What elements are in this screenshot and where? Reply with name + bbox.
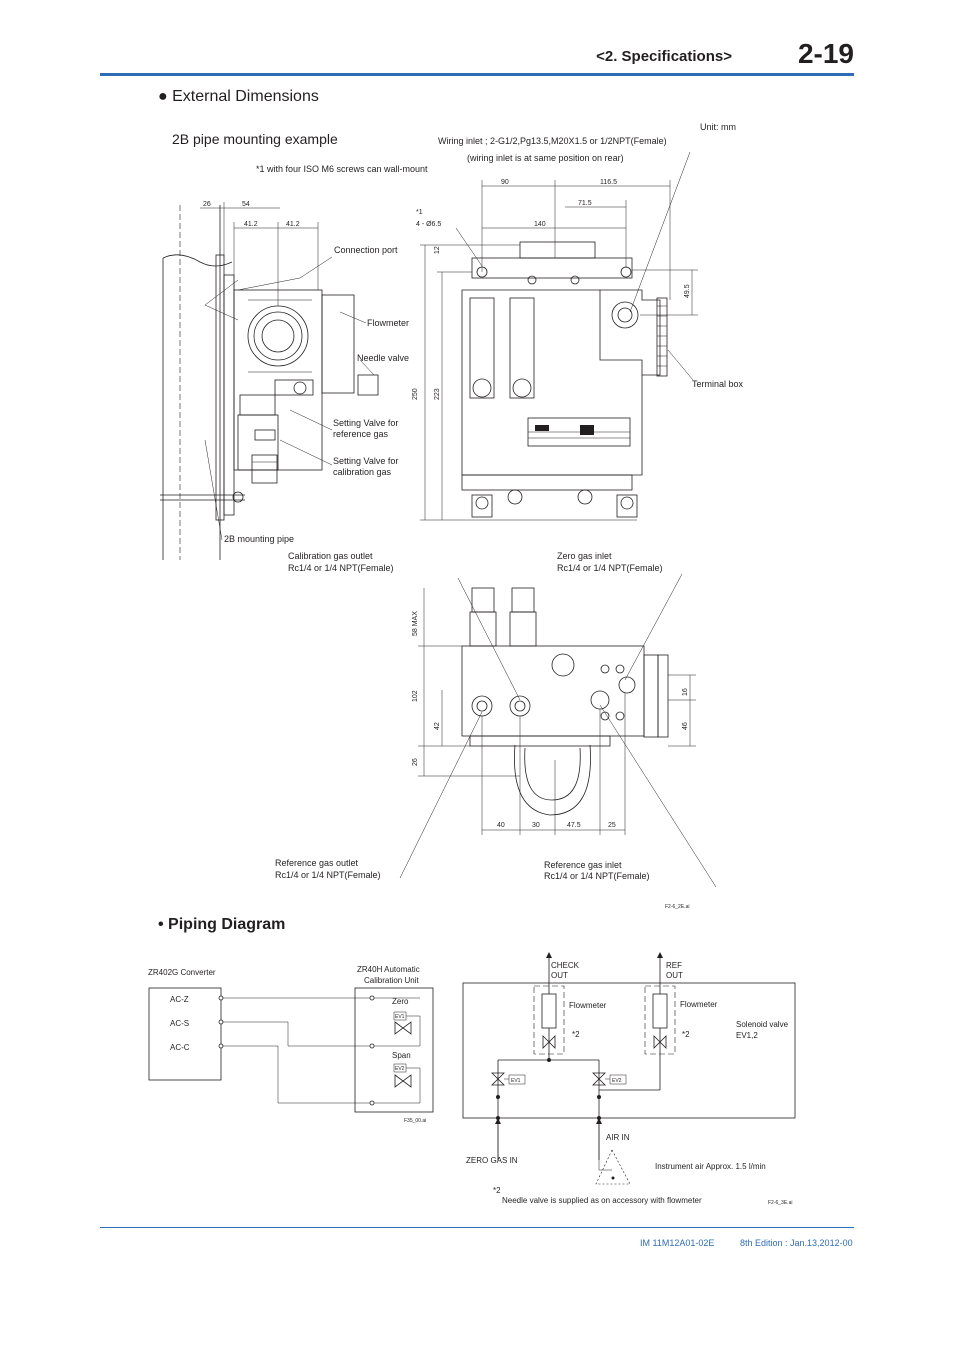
label-ref-outlet-1: Reference gas outlet — [275, 858, 359, 868]
figure-id-piping: F2-6_3E.ai — [768, 1200, 792, 1206]
page-number: 2-19 — [797, 38, 854, 69]
label-converter: ZR402G Converter — [148, 968, 216, 977]
label-wiring-inlet: Wiring inlet ; 2-G1/2,Pg13.5,M20X1.5 or … — [438, 136, 667, 146]
label-setting-cal-1: Setting Valve for — [333, 456, 398, 466]
label-setting-ref-1: Setting Valve for — [333, 418, 398, 428]
footer-doc-id: IM 11M12A01-02E — [640, 1238, 715, 1248]
footer-edition: 8th Edition : Jan.13,2012-00 — [740, 1238, 853, 1248]
dim-250: 250 — [412, 388, 419, 400]
label-ev1-right: EV1 — [511, 1078, 521, 1084]
label-unit: Unit: mm — [700, 122, 736, 132]
label-ref-1: REF — [666, 961, 682, 970]
dim-140: 140 — [534, 221, 546, 228]
label-instrument-air: Instrument air Approx. 1.5 l/min — [655, 1162, 766, 1171]
label-ref-2: OUT — [666, 971, 683, 980]
label-ref-inlet-1: Reference gas inlet — [544, 860, 622, 870]
label-wall-mount-note: *1 with four ISO M6 screws can wall-moun… — [256, 164, 428, 174]
dim-26-b: 26 — [412, 758, 419, 766]
label-zero-gas-in: ZERO GAS IN — [466, 1156, 518, 1165]
label-footnote-star: *2 — [493, 1186, 501, 1195]
side-view-drawing — [160, 202, 379, 560]
label-connection-port: Connection port — [334, 245, 398, 255]
dim-49-5: 49.5 — [684, 284, 691, 298]
dim-46: 46 — [682, 722, 689, 730]
label-solenoid-2: EV1,2 — [736, 1031, 758, 1040]
dim-223: 223 — [434, 388, 441, 400]
dim-47-5: 47.5 — [567, 822, 581, 829]
label-ref-outlet-2: Rc1/4 or 1/4 NPT(Female) — [275, 870, 381, 880]
label-air-in: AIR IN — [606, 1133, 630, 1142]
dim-71-5: 71.5 — [578, 200, 592, 207]
dim-58-max: 58 MAX — [412, 611, 419, 636]
label-check-2: OUT — [551, 971, 568, 980]
label-solenoid-1: Solenoid valve — [736, 1020, 789, 1029]
label-terminal-box: Terminal box — [692, 379, 744, 389]
label-star2-check: *2 — [572, 1030, 580, 1039]
label-cal-outlet-1: Calibration gas outlet — [288, 551, 373, 561]
dim-16: 16 — [682, 688, 689, 696]
label-cal-outlet-2: Rc1/4 or 1/4 NPT(Female) — [288, 563, 394, 573]
terminal-ac-s: AC-S — [170, 1019, 189, 1028]
label-check-1: CHECK — [551, 961, 580, 970]
label-ev2-right: EV2 — [612, 1078, 622, 1084]
dim-12: 12 — [434, 246, 441, 254]
dim-42: 42 — [434, 722, 441, 730]
subtitle-pipe-mounting: 2B pipe mounting example — [172, 131, 338, 147]
figure-id-dimensions: F2-6_2E.ai — [665, 904, 689, 910]
dim-41-a: 41.2 — [244, 221, 258, 228]
front-view-drawing — [420, 151, 698, 521]
label-calunit-2: Calibration Unit — [364, 976, 419, 985]
label-mounting-pipe: 2B mounting pipe — [224, 534, 294, 544]
dim-41-b: 41.2 — [286, 221, 300, 228]
footer-rule — [100, 1227, 854, 1228]
label-flowmeter-ref: Flowmeter — [680, 1000, 718, 1009]
terminal-ac-z: AC-Z — [170, 995, 189, 1004]
label-ref-inlet-2: Rc1/4 or 1/4 NPT(Female) — [544, 871, 650, 881]
dim-40: 40 — [497, 822, 505, 829]
label-zero-inlet-2: Rc1/4 or 1/4 NPT(Female) — [557, 563, 663, 573]
header-rule — [100, 73, 854, 76]
dim-54: 54 — [242, 201, 250, 208]
dim-116-5: 116.5 — [600, 179, 617, 186]
figure-id-wiring: F35_00.ai — [404, 1118, 426, 1124]
section-title: <2. Specifications> — [596, 48, 732, 65]
label-calunit-1: ZR40H Automatic — [357, 965, 420, 974]
label-hole-spec: 4 - Ø6.5 — [416, 221, 441, 228]
label-ev1-left: EV1 — [395, 1014, 405, 1020]
label-flowmeter: Flowmeter — [367, 318, 409, 328]
label-zero-inlet-1: Zero gas inlet — [557, 551, 612, 561]
label-span: Span — [392, 1051, 411, 1060]
label-needle-valve: Needle valve — [357, 353, 409, 363]
bottom-view-drawing — [399, 573, 717, 888]
label-star2-ref: *2 — [682, 1030, 690, 1039]
heading-piping-diagram: • Piping Diagram — [158, 916, 286, 933]
label-footnote: Needle valve is supplied as on accessory… — [502, 1196, 702, 1205]
dim-102: 102 — [412, 690, 419, 702]
wiring-diagram — [148, 987, 434, 1113]
dim-26: 26 — [203, 201, 211, 208]
label-zero: Zero — [392, 997, 409, 1006]
piping-schematic — [462, 952, 796, 1185]
label-ev2-left: EV2 — [395, 1066, 405, 1072]
label-setting-ref-2: reference gas — [333, 429, 389, 439]
dim-25: 25 — [608, 822, 616, 829]
dim-90: 90 — [501, 179, 509, 186]
label-setting-cal-2: calibration gas — [333, 467, 392, 477]
label-star1: *1 — [416, 209, 423, 216]
terminal-ac-c: AC-C — [170, 1043, 190, 1052]
label-wiring-inlet-note: (wiring inlet is at same position on rea… — [467, 153, 624, 163]
label-flowmeter-check: Flowmeter — [569, 1001, 607, 1010]
dim-30: 30 — [532, 822, 540, 829]
heading-external-dimensions: ● External Dimensions — [158, 88, 319, 105]
